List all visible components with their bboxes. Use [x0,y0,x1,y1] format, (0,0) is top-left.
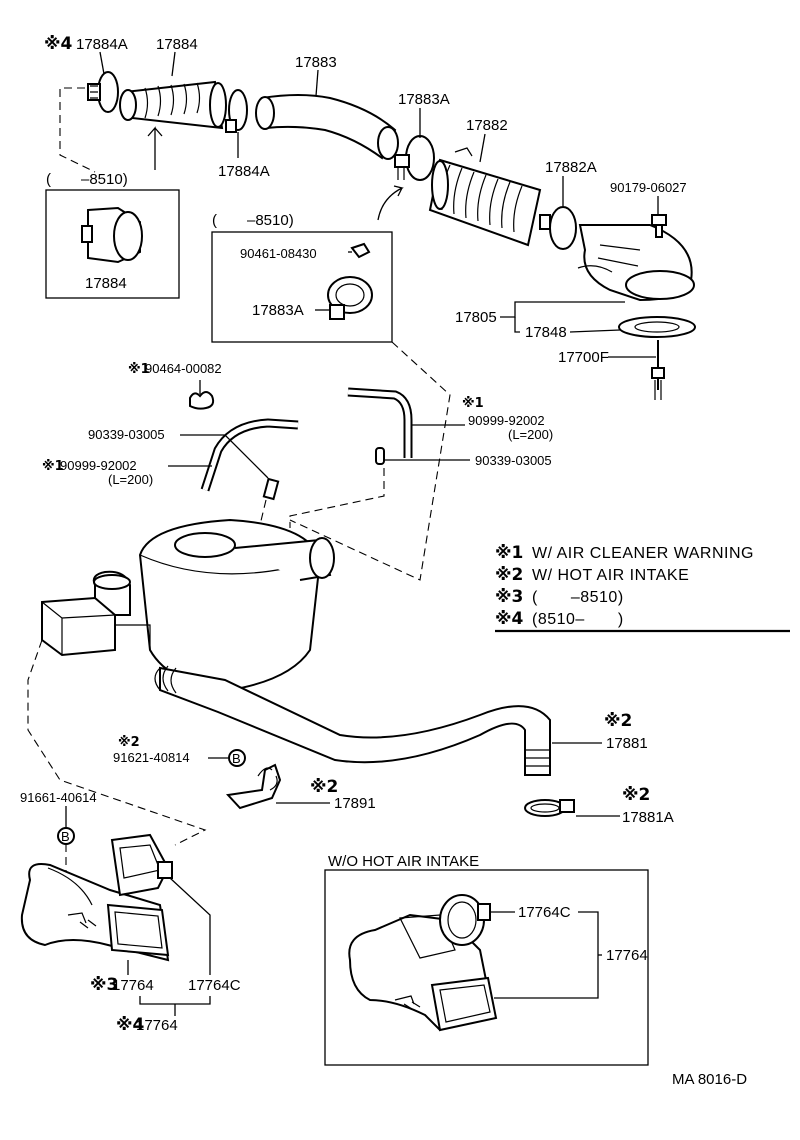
badge-b-top [228,749,246,767]
mark-3-17764: ※3 [90,975,118,995]
leader-cleaner-duct [27,639,207,846]
legend-mark-3: ※3 [495,587,523,607]
label-90179: 90179-06027 [610,180,687,195]
hose-17884 [119,80,227,130]
air-intake-17805 [577,224,695,302]
mark-2-91621: ※2 [118,735,140,750]
label-17764c-left: 17764C [188,977,241,994]
label-90464: 90464-00082 [145,361,222,376]
box2-range: ( –8510) [212,212,294,229]
label-17764-4: 17764 [136,1017,178,1034]
vacuum-hose-right [347,387,413,465]
box1-range: ( –8510) [46,171,128,188]
wo-hot-air-title: W/O HOT AIR INTAKE [328,853,479,870]
leader-box2-cleaner [289,341,451,581]
label-90999-right-len: (L=200) [508,427,553,442]
label-90339-right: 90339-03005 [475,453,552,468]
badge-b-top-letter: B [232,751,241,766]
stud-17700f [651,340,665,400]
label-90339-left: 90339-03005 [88,427,165,442]
label-90999-left: 90999-92002 [60,458,137,473]
label-17883: 17883 [295,54,337,71]
clamp-17764c-left [110,833,173,897]
label-17884-box: 17884 [85,275,127,292]
box1-frame [45,189,180,299]
label-17881a: 17881A [622,809,674,826]
mark-2-17881a: ※2 [622,785,650,805]
label-90999-left-len: (L=200) [108,472,153,487]
leader-hose-cleaner [289,468,385,528]
label-17882a: 17882A [545,159,597,176]
mark-1-right: ※1 [462,396,484,411]
bellows-17882 [428,147,542,247]
air-cleaner-body [41,518,335,692]
gasket-17848 [618,316,696,338]
clamp-17883a-old [327,242,373,320]
label-90461: 90461-08430 [240,246,317,261]
arrow-to-17883a [377,185,404,221]
legend-text-1: W/ AIR CLEANER WARNING [532,545,754,562]
label-17764c-box: 17764C [518,904,571,921]
label-17884a-top: 17884A [76,36,128,53]
vacuum-hose-left [200,418,299,501]
clip-90464 [189,391,215,410]
clamp-17882a [539,206,577,250]
figure-code: MA 8016-D [672,1071,747,1088]
clamp-17764c-alt [439,894,491,946]
label-91621: 91621-40814 [113,750,190,765]
label-90999-right: 90999-92002 [468,413,545,428]
clamp-17884a-mid [225,89,248,133]
label-17764-box: 17764 [606,947,648,964]
mark-1-left: ※1 [42,459,64,474]
mark-1-90464: ※1 [128,362,150,377]
hose-17883 [255,94,399,160]
leader-17884a-box1 [59,87,96,173]
bolt-90179 [651,214,667,238]
bracket-17891 [225,763,282,810]
label-17891: 17891 [334,795,376,812]
legend-mark-2: ※2 [495,565,523,585]
label-17883a-box: 17883A [252,302,304,319]
label-91661: 91661-40614 [20,790,97,805]
label-17805: 17805 [455,309,497,326]
clamp-17881a [524,799,575,817]
legend-text-3: ( –8510) [532,589,624,606]
clamp-17884a-top [87,71,119,113]
label-17884a-mid: 17884A [218,163,270,180]
bracket-17764-combo [139,996,211,1005]
mark-2-17881: ※2 [604,711,632,731]
wo-hot-air-frame [324,869,649,1066]
label-17764-3: 17764 [112,977,154,994]
legend-text-4: (8510– ) [532,611,624,628]
legend: ※1 W/ AIR CLEANER WARNING ※2 W/ HOT AIR … [495,543,790,633]
badge-b-bottom-letter: B [61,829,70,844]
mark-4-top: ※4 [44,34,73,54]
legend-text-2: W/ HOT AIR INTAKE [532,567,689,584]
legend-mark-4: ※4 [495,609,524,629]
hose-17884-old [81,206,143,264]
box2-frame [211,231,393,343]
legend-mark-1: ※1 [495,543,523,563]
label-17882: 17882 [466,117,508,134]
label-17881: 17881 [606,735,648,752]
clamp-17883a-top [394,135,435,181]
arrow-to-17884 [147,126,163,170]
hose-17881 [154,665,551,776]
label-17848: 17848 [525,324,567,341]
mark-4-17764: ※4 [116,1015,145,1035]
label-17700f: 17700F [558,349,609,366]
label-17883a-top: 17883A [398,91,450,108]
label-17884-top: 17884 [156,36,198,53]
duct-17764-left [20,863,170,962]
mark-2-17891: ※2 [310,777,338,797]
